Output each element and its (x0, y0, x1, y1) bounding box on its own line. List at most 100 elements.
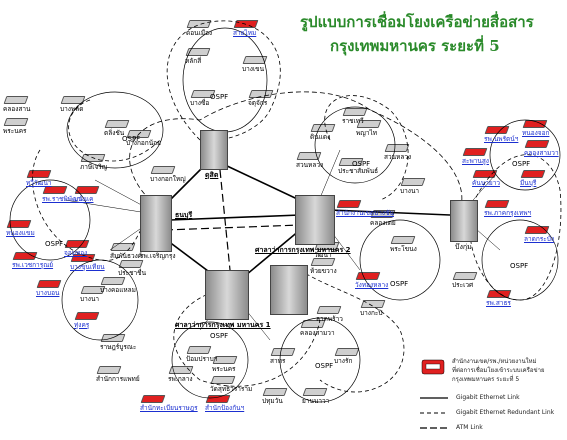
site-office-trans: สำนักทะเบียนราษฎร (140, 404, 198, 412)
site-phra-khanong: พระโขนง (390, 245, 417, 253)
ospf-ring-far-e-bot (481, 219, 559, 301)
legend-redundant-text: Gigabit Ethernet Redundant Link (456, 409, 555, 416)
ospf-ring-s (279, 317, 361, 403)
ospf-label-e: OSPF (390, 280, 409, 288)
legend-new-site-text-3: กรุงเทพมหานคร ระยะที่ 5 (452, 376, 520, 383)
site-saimai: สายไหม (233, 29, 257, 37)
site-bang-na: บางนา (80, 295, 100, 303)
ring-left-dashed (32, 149, 151, 261)
ospf-label-w: OSPF (45, 240, 64, 248)
site-bang-bon: บางบอน (36, 289, 60, 297)
site-samsen: สวนหลวง (296, 161, 324, 169)
site-khong-sarn: คลองสาน (3, 105, 31, 113)
site-taling-chan: ตลิ่งชัน (104, 129, 125, 137)
core-node-buengkum (450, 200, 478, 242)
core-node-bkk-small (270, 265, 308, 315)
site-suan-luang: สวนหลวง (384, 153, 412, 161)
diagram-title-line2: กรุงเทพมหานคร ระยะที่ 5 (330, 37, 500, 55)
site-prawet: ประเวศ (452, 281, 474, 289)
core-node-dusit (200, 130, 228, 170)
core-link-bkk2-buengkum (329, 209, 451, 216)
legend-new-site-text-2: ที่ต่อการเชื่อมโยงเข้าระบบเครือข่าย (452, 367, 545, 374)
legend-new-site-text-1: สำนักงานเขต/รพ./หน่วยงานใหม่ (452, 358, 537, 365)
site-chom-thong: จอมทอง (64, 249, 88, 257)
ospf-ring-north (166, 20, 281, 141)
legend-gigabit-text: Gigabit Ethernet Link (456, 394, 520, 401)
site-office-fire: สำนักป้องกันฯ (205, 404, 245, 412)
site-nong-chok: หนองจอก (522, 129, 550, 137)
site-bang-rak: บางรัก (334, 357, 353, 365)
site-min-buri: มีนบุรี (520, 179, 537, 187)
core-link-bkk1-bkk2 (239, 229, 301, 281)
site-saphan-sung: สะพานสูง (462, 157, 489, 165)
ospf-label-ce: OSPF (352, 160, 371, 168)
site-chatuchak: จตุจักร (248, 99, 268, 107)
site-donmueang: ดอนเมือง (186, 29, 213, 37)
core-node-bkk2 (295, 195, 335, 245)
site-lat-krabang: ลาดกระบัง (524, 235, 555, 243)
core-label-bkk1: ศาลาว่าการกรุงเทพ มหานคร 1 (175, 321, 271, 329)
site-pathum-wan: ปทุมวัน (262, 397, 283, 405)
ospf-ring-n (182, 27, 268, 133)
core-link-thonburi-bkk2 (169, 214, 301, 221)
site-bang-kho-laem: บางคอแหลม (100, 286, 136, 294)
site-yannawa: ยานนาวา (302, 397, 330, 405)
site-lat-phrao: ลาดพร้าว (316, 315, 343, 323)
ring-east-dashed (324, 95, 409, 201)
ospf-ring-east-mid (359, 219, 441, 301)
site-kanyakam: พระนคร (3, 127, 27, 135)
legend-atm-text: ATM Link (456, 424, 483, 431)
atm-link-thonburi-bkk2 (164, 224, 301, 231)
core-label-thonburi: ธนบุรี (175, 211, 193, 219)
ospf-label-sc: OSPF (210, 332, 229, 340)
site-huai-khwang: ห้วยขวาง (310, 267, 337, 275)
ospf-label-fe-top: OSPF (512, 160, 531, 168)
site-wang-thonglang: วังทองหลาง (355, 281, 389, 289)
ospf-ring-far-e-top (489, 119, 561, 191)
site-rats-burana: ราษฎร์บูรณะ (100, 343, 137, 351)
ring-far-east (469, 154, 562, 301)
site-bang-kapi: บางกะปิ (360, 309, 383, 317)
site-rph-nopparat: รพ.นพรัตน์ฯ (484, 135, 519, 143)
site-phasi-charoen: ภาษีเจริญ (80, 163, 108, 171)
site-rph-sirindhorn: รพ.สาธร (486, 299, 511, 307)
site-watthana: วัฒนา (314, 251, 332, 259)
site-office-bkk: สำนักงานเขตบางชัน (336, 209, 394, 217)
site-sukhumvit: ประชาสัมพันธ์ (338, 167, 379, 175)
site-bang-khun-thian: บางขุนเทียน (70, 263, 105, 271)
site-thawi-watthana: ทวีวัฒนา (26, 179, 52, 187)
site-pom-prap: ป้อมปราบฯ (186, 355, 218, 363)
site-bang-khae: บางแค (74, 195, 94, 203)
site-wat-prasong: วัดสุทธิวราราม (210, 385, 253, 393)
site-rph-lat-krabang: รพ.ภาคกรุงเทพฯ (484, 209, 532, 217)
site-phaya-thai: พญาไท (356, 129, 378, 137)
site-klong-sam-wa-s: คลองสามวา (300, 329, 335, 337)
site-sathorn: สาทร (270, 357, 286, 365)
site-bangkok-yai: บางกอกใหญ่ (150, 175, 186, 183)
ospf-ring-w (9, 179, 91, 261)
ospf-label-n: OSPF (210, 93, 229, 101)
ospf-ring-ce (314, 106, 396, 184)
ospf-ring-sc (171, 321, 249, 399)
core-label-bkk2: ศาลาว่าการกรุงเทพ มหานคร 2 (255, 246, 351, 254)
site-rph-wetchakarun: รพ.เวชการุณย์ (12, 261, 54, 269)
core-label-dusit: ดุสิต (205, 171, 219, 179)
ospf-label-fe-bot: OSPF (510, 262, 529, 270)
ospf-label-nw: OSPF (122, 135, 141, 143)
core-label-buengkum: บึงกุ่ม (455, 243, 472, 251)
site-rph-rajpipat: รพ.ราชพิพัฒน์ (42, 195, 83, 203)
site-samphanthawong: สัมพันธวงศ์ (110, 252, 142, 260)
core-node-thonburi (140, 195, 172, 252)
site-bang-na-e: บางนา (400, 187, 420, 195)
site-ratchathewi: ราชเทวี (342, 117, 364, 125)
ospf-ring-sw (61, 259, 139, 341)
site-bangsue: บางซื่อ (190, 99, 210, 107)
site-khan-na-yao: คันนายาว (472, 179, 500, 187)
site-bangkhen: บางเขน (242, 65, 265, 73)
site-klong-toei: คลองเตย (370, 219, 396, 227)
ospf-label-s: OSPF (315, 362, 334, 370)
site-rph-klang: รพ.กลาง (168, 375, 193, 383)
atm-link-dusit-bkk1 (219, 169, 231, 271)
site-laksi: หลักสี่ (185, 57, 202, 65)
